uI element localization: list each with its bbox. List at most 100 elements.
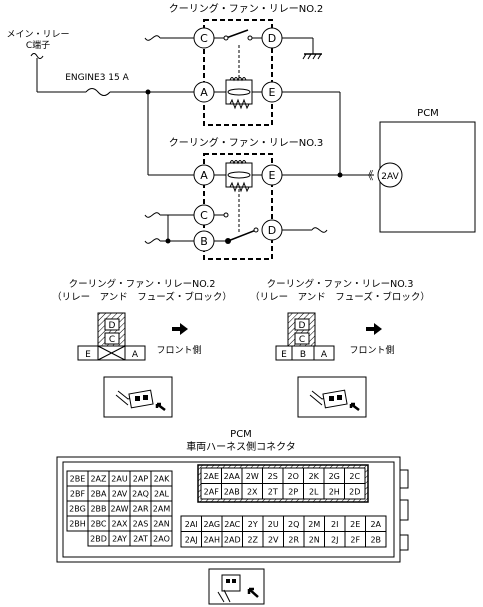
pcm-pin-2D: 2D xyxy=(344,483,366,500)
connector2-subtitle: （リレー アンド フューズ・ブロック） xyxy=(52,291,232,303)
front-arrow-icon xyxy=(366,323,382,335)
svg-text:D: D xyxy=(268,32,276,45)
svg-text:2U: 2U xyxy=(268,520,279,529)
fuse-icon xyxy=(85,88,111,96)
svg-text:2K: 2K xyxy=(309,472,320,481)
pcm-pin-2BG: 2BG xyxy=(66,500,89,517)
svg-text:2O: 2O xyxy=(288,472,299,481)
svg-text:2H: 2H xyxy=(329,487,340,496)
svg-text:2AZ: 2AZ xyxy=(90,475,107,484)
svg-text:2G: 2G xyxy=(329,472,340,481)
svg-text:2S: 2S xyxy=(268,472,278,481)
pcm-pin-2R: 2R xyxy=(283,531,305,548)
pcm-pin-2BD: 2BD xyxy=(87,530,110,547)
pcm-terminal-2AV: 2AV xyxy=(377,162,403,188)
pcm-pin-2F: 2F xyxy=(344,531,366,548)
pcm-pin-2AF: 2AF xyxy=(200,483,222,500)
front-arrow-icon xyxy=(172,323,188,335)
svg-text:2AY: 2AY xyxy=(112,535,127,544)
pcm-pin-2AX: 2AX xyxy=(108,515,131,532)
pcm-pin-2BH: 2BH xyxy=(66,515,89,532)
plug-hand-icon xyxy=(208,568,265,605)
pcm-pin-2V: 2V xyxy=(262,531,284,548)
pcm-pin-2AG: 2AG xyxy=(201,515,223,532)
relay3-pin-C: C xyxy=(193,204,215,226)
svg-text:2R: 2R xyxy=(288,535,299,544)
connector2-face: D C E A xyxy=(77,312,146,361)
svg-text:B: B xyxy=(200,235,208,248)
plug-hand-icon xyxy=(103,376,173,418)
relay2-title: クーリング・ファン・リレーNO.2 xyxy=(169,2,324,15)
pcm-pin-2BE: 2BE xyxy=(66,470,89,487)
pcm-pin-2J: 2J xyxy=(324,531,346,548)
connector2-title: クーリング・ファン・リレーNO.2 xyxy=(69,278,216,290)
pcm-pin-2Z: 2Z xyxy=(242,531,264,548)
pcm-pin-2AT: 2AT xyxy=(129,530,152,547)
ground-icon xyxy=(302,53,322,60)
pcm-pin-2AC: 2AC xyxy=(221,515,243,532)
svg-text:2AU: 2AU xyxy=(111,475,128,484)
pcm-pin-2Y: 2Y xyxy=(242,515,264,532)
wire-break xyxy=(30,53,44,59)
pcm-pin-2AZ: 2AZ xyxy=(87,470,110,487)
svg-text:2AV: 2AV xyxy=(381,172,399,182)
svg-text:2BF: 2BF xyxy=(70,490,86,499)
relay3-coil-icon xyxy=(229,160,247,165)
svg-text:2AP: 2AP xyxy=(133,475,149,484)
relay3-resistor-icon xyxy=(229,181,250,193)
relay2-coil-icon xyxy=(229,77,247,82)
relay2-box xyxy=(203,19,273,126)
svg-text:2AK: 2AK xyxy=(154,475,171,484)
connector2-front-label: フロント側 xyxy=(156,344,201,356)
pcm-pin-2AW: 2AW xyxy=(108,500,131,517)
svg-text:2AO: 2AO xyxy=(153,535,170,544)
svg-text:2AA: 2AA xyxy=(224,472,241,481)
pcm-pin-2A: 2A xyxy=(365,515,387,532)
svg-text:2W: 2W xyxy=(246,472,259,481)
svg-text:2AR: 2AR xyxy=(132,505,149,514)
relay3-title: クーリング・ファン・リレーNO.3 xyxy=(169,136,324,149)
svg-text:2AX: 2AX xyxy=(111,520,128,529)
connector-symbol-icon: 《 xyxy=(363,169,374,182)
main-relay-label: メイン・リレー xyxy=(6,30,69,40)
svg-text:2AJ: 2AJ xyxy=(185,535,198,544)
relay2-switch xyxy=(225,29,249,39)
pcm-pin-2AA: 2AA xyxy=(221,467,243,484)
svg-text:2AH: 2AH xyxy=(203,535,220,544)
svg-text:2T: 2T xyxy=(268,487,278,496)
pcm-pin-2AS: 2AS xyxy=(129,515,152,532)
pcm-pin-2Q: 2Q xyxy=(283,515,305,532)
relay3-pin-A: A xyxy=(193,164,215,186)
svg-text:2AB: 2AB xyxy=(224,487,240,496)
pcm-pin-2B: 2B xyxy=(365,531,387,548)
svg-text:A: A xyxy=(132,350,139,360)
pcm-pin-2AK: 2AK xyxy=(150,470,173,487)
svg-text:2N: 2N xyxy=(309,535,320,544)
svg-text:2P: 2P xyxy=(288,487,298,496)
svg-text:D: D xyxy=(268,224,276,237)
pcm-pin-2BC: 2BC xyxy=(87,515,110,532)
pcm-pin-2AO: 2AO xyxy=(150,530,173,547)
svg-text:2E: 2E xyxy=(350,520,360,529)
pcm-pin-2BA: 2BA xyxy=(87,485,110,502)
relay3-pin-B: B xyxy=(193,230,215,252)
svg-text:A: A xyxy=(321,350,328,360)
svg-text:2AV: 2AV xyxy=(112,490,128,499)
pcm-pin-2W: 2W xyxy=(241,467,263,484)
svg-text:2AS: 2AS xyxy=(133,520,149,529)
svg-text:2AC: 2AC xyxy=(224,520,240,529)
pcm-label: PCM xyxy=(417,108,439,119)
svg-text:2C: 2C xyxy=(349,472,360,481)
svg-text:2AW: 2AW xyxy=(110,505,128,514)
pcm-pin-2BF: 2BF xyxy=(66,485,89,502)
svg-text:2L: 2L xyxy=(309,487,319,496)
pcm-pin-2AY: 2AY xyxy=(108,530,131,547)
relay3-pin-D: D xyxy=(261,219,283,241)
relay2-pin-C: C xyxy=(193,27,215,49)
svg-text:2BD: 2BD xyxy=(90,535,107,544)
pcm-pin-2H: 2H xyxy=(323,483,345,500)
svg-text:2J: 2J xyxy=(331,535,338,544)
svg-text:2BE: 2BE xyxy=(70,475,86,484)
